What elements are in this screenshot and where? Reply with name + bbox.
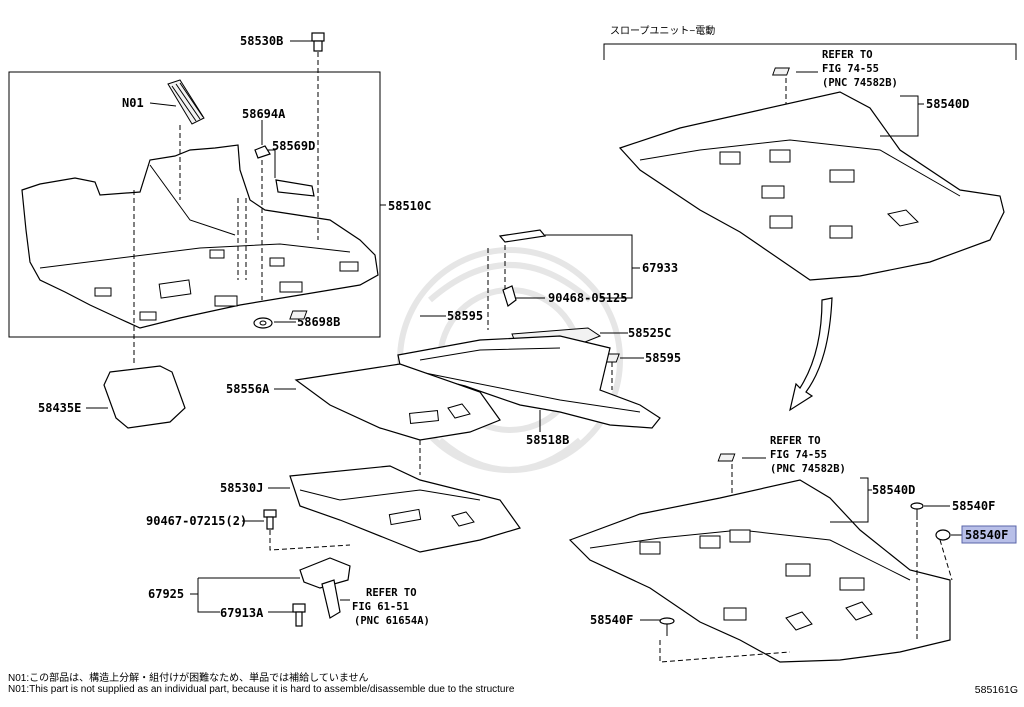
footnote-jp: N01:この部品は、構造上分解・組付けが困難なため、単品では補給していません bbox=[8, 673, 369, 684]
callout-67925[interactable]: 67925 bbox=[148, 587, 184, 601]
callout-58518b[interactable]: 58518B bbox=[526, 433, 569, 447]
callout-58595-b[interactable]: 58595 bbox=[645, 351, 681, 365]
highlighted-callout-58540f[interactable]: 58540F bbox=[961, 525, 1017, 544]
transition-arrow bbox=[789, 297, 833, 412]
refer-bottom-l2[interactable]: FIG 61-51 bbox=[352, 601, 409, 613]
callout-58540d-bottom[interactable]: 58540D bbox=[872, 483, 915, 497]
cover-67933 bbox=[498, 229, 547, 243]
refer-bottom-l3[interactable]: (PNC 61654A) bbox=[354, 615, 430, 627]
figure-id: 585161G bbox=[974, 684, 1018, 696]
callout-58694a[interactable]: 58694A bbox=[242, 107, 286, 121]
tray-58530j bbox=[289, 465, 521, 553]
callout-58540d-top[interactable]: 58540D bbox=[926, 97, 969, 111]
callout-58530j[interactable]: 58530J bbox=[220, 481, 263, 495]
grommet-58698b bbox=[253, 317, 273, 329]
refer-bottom-l1[interactable]: REFER TO bbox=[366, 587, 417, 599]
slope-pad-top bbox=[772, 67, 790, 76]
footnote-en: N01:This part is not supplied as an indi… bbox=[8, 684, 515, 695]
callout-58540f-c[interactable]: 58540F bbox=[590, 613, 633, 627]
floor-carpet bbox=[21, 144, 379, 329]
callout-67933[interactable]: 67933 bbox=[642, 261, 678, 275]
callout-58595-a[interactable]: 58595 bbox=[447, 309, 483, 323]
callout-n01[interactable]: N01 bbox=[122, 96, 144, 110]
callout-58556a[interactable]: 58556A bbox=[226, 382, 270, 396]
mat-58556a bbox=[294, 363, 501, 441]
pad-58595-a bbox=[289, 310, 308, 320]
mat-58435e bbox=[103, 365, 186, 429]
callout-58530b[interactable]: 58530B bbox=[240, 34, 283, 48]
callout-58698b[interactable]: 58698B bbox=[297, 315, 340, 329]
callout-90467[interactable]: 90467-07215(2) bbox=[146, 514, 247, 528]
callout-58525c[interactable]: 58525C bbox=[628, 326, 671, 340]
clip-58530b bbox=[311, 32, 325, 52]
spacer-58569d bbox=[275, 179, 315, 197]
clip-58694a bbox=[254, 145, 271, 159]
hinge-bracket bbox=[321, 579, 341, 619]
refer-top-l3[interactable]: (PNC 74582B) bbox=[822, 77, 898, 89]
fastener-58540f-c bbox=[659, 617, 675, 636]
slope-unit-top bbox=[618, 91, 1005, 281]
slope-unit-bottom bbox=[568, 479, 951, 663]
fastener-58540f-b bbox=[935, 529, 951, 541]
refer-mid-l3[interactable]: (PNC 74582B) bbox=[770, 463, 846, 475]
refer-top-l2[interactable]: FIG 74-55 bbox=[822, 63, 879, 75]
refer-mid-l1[interactable]: REFER TO bbox=[770, 435, 821, 447]
refer-mid-l2[interactable]: FIG 74-55 bbox=[770, 449, 827, 461]
callout-58435e[interactable]: 58435E bbox=[38, 401, 81, 415]
callout-58510c[interactable]: 58510C bbox=[388, 199, 431, 213]
callout-67913a[interactable]: 67913A bbox=[220, 606, 264, 620]
bolt-67913a bbox=[292, 603, 306, 627]
header-slope-unit: スロープユニット−電動 bbox=[610, 24, 715, 37]
fastener-58540f-a bbox=[910, 502, 924, 520]
refer-top-l1[interactable]: REFER TO bbox=[822, 49, 873, 61]
callout-58540f-a[interactable]: 58540F bbox=[952, 499, 995, 513]
bolt-90467 bbox=[263, 509, 277, 530]
n01-pad bbox=[167, 79, 205, 125]
callout-58540f-b[interactable]: 58540F bbox=[965, 528, 1008, 542]
slope-pad-bottom bbox=[717, 453, 736, 462]
bracket-67925 bbox=[299, 557, 351, 589]
callout-90468[interactable]: 90468-05125 bbox=[548, 291, 627, 305]
clip-90468 bbox=[502, 285, 517, 307]
callout-58569d[interactable]: 58569D bbox=[272, 139, 315, 153]
